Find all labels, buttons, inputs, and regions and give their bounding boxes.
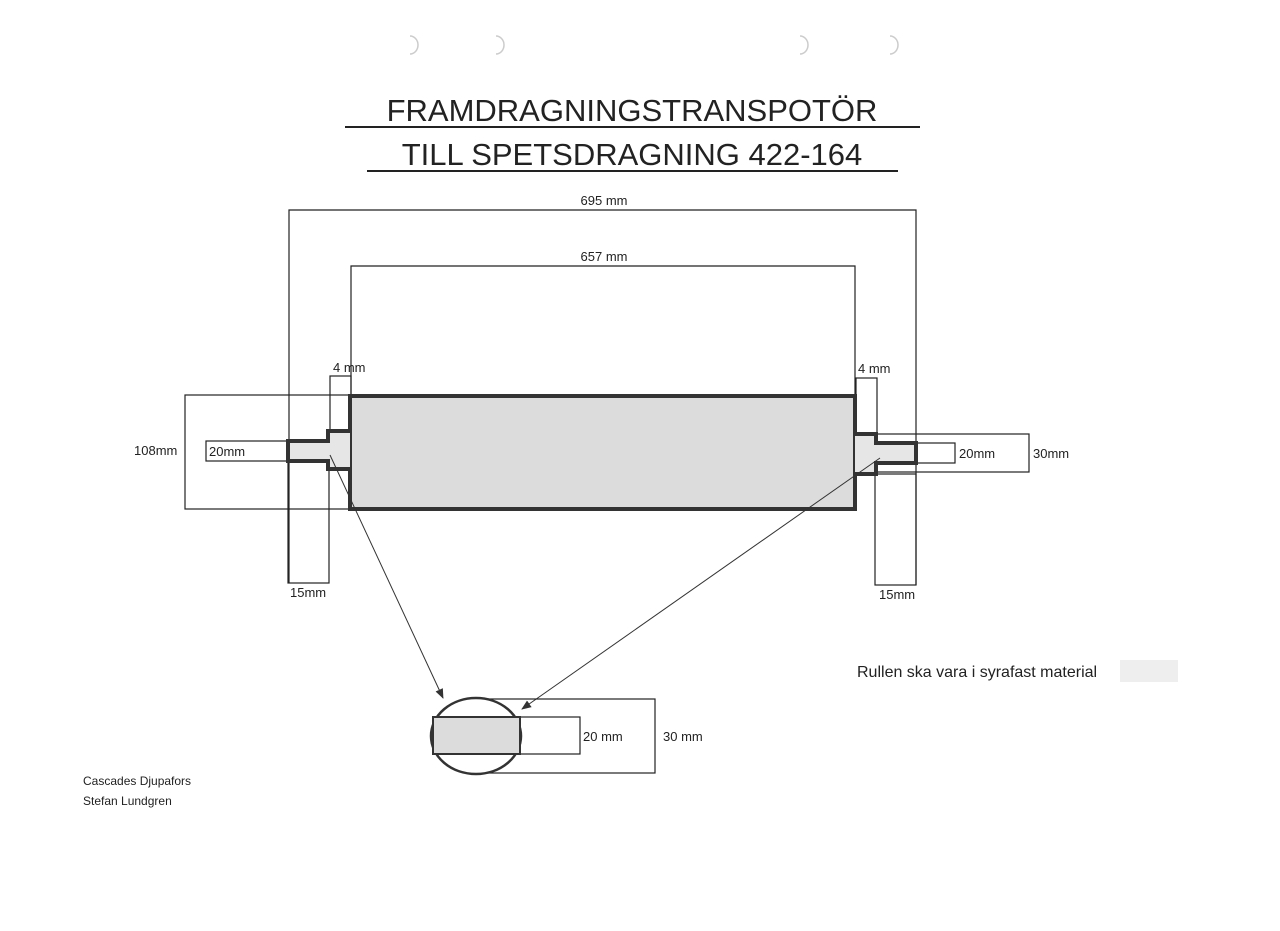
roll-body	[348, 394, 857, 511]
title-line-1: FRAMDRAGNINGSTRANSPOTÖR	[387, 93, 878, 128]
company-name: Cascades Djupafors	[83, 774, 191, 788]
left-collar-dimension	[329, 375, 352, 432]
right-shaft-length-label: 15mm	[879, 587, 915, 602]
left-shaft-length-dimension	[287, 460, 330, 584]
left-shaft-length-label: 15mm	[290, 585, 326, 600]
right-collar-label: 4 mm	[858, 361, 891, 376]
left-shaft	[286, 429, 350, 471]
right-shaft-diameter-dimension	[915, 442, 956, 464]
right-shaft-length-dimension	[874, 473, 917, 586]
detail-arrow-right	[521, 457, 881, 710]
right-shaft	[855, 432, 918, 476]
left-shaft-diameter-label: 20mm	[209, 444, 245, 459]
detail-shaft-section	[432, 716, 521, 755]
dimension-line-roll	[350, 265, 856, 396]
detail-inner-label: 20 mm	[583, 729, 623, 744]
overall-length-label: 695 mm	[581, 193, 628, 208]
detail-inner-dimension	[519, 716, 581, 755]
roll-diameter-label: 108mm	[134, 443, 177, 458]
detail-arrow-left	[329, 454, 444, 699]
detail-outer-label: 30 mm	[663, 729, 703, 744]
punch-holes	[409, 35, 899, 55]
material-note: Rullen ska vara i syrafast material	[857, 664, 1097, 681]
left-collar-label: 4 mm	[333, 360, 366, 375]
author-name: Stefan Lundgren	[83, 794, 172, 808]
roll-length-label: 657 mm	[581, 249, 628, 264]
right-collar-dimension	[855, 377, 878, 435]
title-line-2: TILL SPETSDRAGNING 422-164	[402, 137, 863, 172]
right-shaft-diameter-label: 20mm	[959, 446, 995, 461]
dimension-line-overall	[288, 209, 917, 585]
note-highlight	[1120, 660, 1178, 682]
right-collar-diameter-label: 30mm	[1033, 446, 1069, 461]
